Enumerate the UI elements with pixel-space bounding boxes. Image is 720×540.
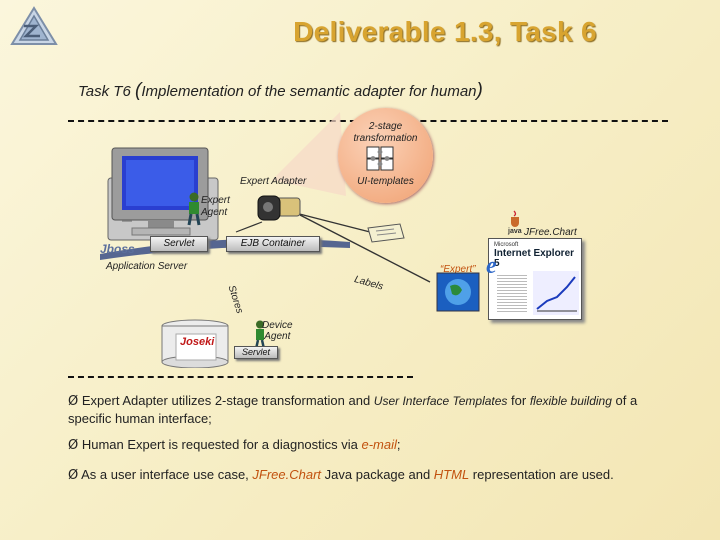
bullet-3: Ø As a user interface use case, JFree.Ch… xyxy=(68,466,688,484)
bullet-3-text-2: Java package and xyxy=(321,467,434,482)
puzzle-icon xyxy=(366,146,394,171)
java-cup-icon xyxy=(511,210,519,227)
transformation-label-line1: 2-stage xyxy=(368,121,403,132)
jboss-logo: Jboss xyxy=(100,242,135,256)
bullet-3-text-3: representation are used. xyxy=(469,467,614,482)
bullet-2: Ø Human Expert is requested for a diagno… xyxy=(68,436,668,454)
computer-icon xyxy=(107,147,219,241)
joseki-database-icon xyxy=(161,319,229,368)
servlet-bottom-box: Servlet xyxy=(234,346,278,359)
servlet-to-adapter-line xyxy=(235,221,263,233)
jfree-document-icon xyxy=(367,223,405,243)
ie-name-label: Internet Explorer 5 xyxy=(494,248,575,269)
bullet-3-jfreechart: JFree.Chart xyxy=(252,467,322,482)
bullet-1-italic-2: flexible building xyxy=(529,394,612,408)
device-agent-label-line2: Agent xyxy=(264,331,291,342)
subtitle: Task T6 (Implementation of the semantic … xyxy=(78,80,483,102)
expert-agent-label: Expert Agent xyxy=(201,195,230,219)
bullet-1-text-3: of a specific human interface; xyxy=(68,393,638,426)
transformation-label: 2-stage transformation xyxy=(338,121,433,145)
bullet-3-html: HTML xyxy=(433,467,470,482)
globe-icon xyxy=(436,272,480,312)
device-agent-label-line1: Device xyxy=(262,320,293,331)
expert-agent-label-line2: Agent xyxy=(201,207,228,218)
ui-templates-label: UI-templates xyxy=(357,176,414,187)
java-label: java xyxy=(508,228,522,235)
bullet-1-italic-1: User Interface Templates xyxy=(373,394,508,408)
subtitle-open-paren: ( xyxy=(134,80,142,101)
jfreechart-label: JFree.Chart xyxy=(524,227,577,238)
expert-agent-figure-icon xyxy=(187,192,201,226)
transformation-cone xyxy=(272,112,346,196)
expert-agent-label-line1: Expert xyxy=(201,195,230,206)
ejb-container-box: EJB Container xyxy=(226,236,320,252)
application-server-label: Application Server xyxy=(106,261,188,272)
bullet-3-text-1: As a user interface use case, xyxy=(81,467,253,482)
joseki-label: Joseki xyxy=(180,336,215,348)
ie-window: Microsoft Internet Explorer 5 xyxy=(488,238,582,320)
adapter-to-labels-line xyxy=(299,214,431,283)
bullet-1: Ø Expert Adapter utilizes 2-stage transf… xyxy=(68,392,668,427)
ie-logo-icon: e xyxy=(486,253,497,276)
transformation-label-line2: transformation xyxy=(353,133,418,144)
servlet-box: Servlet xyxy=(150,236,208,252)
subtitle-text: Implementation of the semantic adapter f… xyxy=(141,83,477,100)
bullet-2-text-2: ; xyxy=(396,437,401,452)
ie-chart-icon xyxy=(533,271,579,315)
bottom-separator xyxy=(68,376,413,378)
bullet-1-text-1: Expert Adapter utilizes 2-stage transfor… xyxy=(81,393,374,408)
bullet-1-text-2: for xyxy=(507,393,530,408)
slide-title: Deliverable 1.3, Task 6 xyxy=(293,16,597,47)
subtitle-close-paren: ) xyxy=(476,80,483,101)
subtitle-task: Task T6 xyxy=(78,83,131,100)
bullet-1-marker: Ø xyxy=(68,394,79,409)
logo-icon xyxy=(10,6,58,45)
ie-text-block xyxy=(497,273,527,313)
adapter-plug-icon xyxy=(257,195,301,221)
bullet-2-email-link: e-mail xyxy=(361,437,397,452)
bullet-2-text-1: Human Expert is requested for a diagnost… xyxy=(81,437,362,452)
bullet-3-marker: Ø xyxy=(68,468,79,483)
bullet-2-marker: Ø xyxy=(68,438,79,453)
device-agent-label: Device Agent xyxy=(262,320,293,342)
expert-adapter-label: Expert Adapter xyxy=(240,176,307,187)
expert-quoted-label: “Expert” xyxy=(440,264,476,275)
ie-brand-label: Microsoft xyxy=(494,242,519,248)
svg-text:e: e xyxy=(486,253,497,276)
